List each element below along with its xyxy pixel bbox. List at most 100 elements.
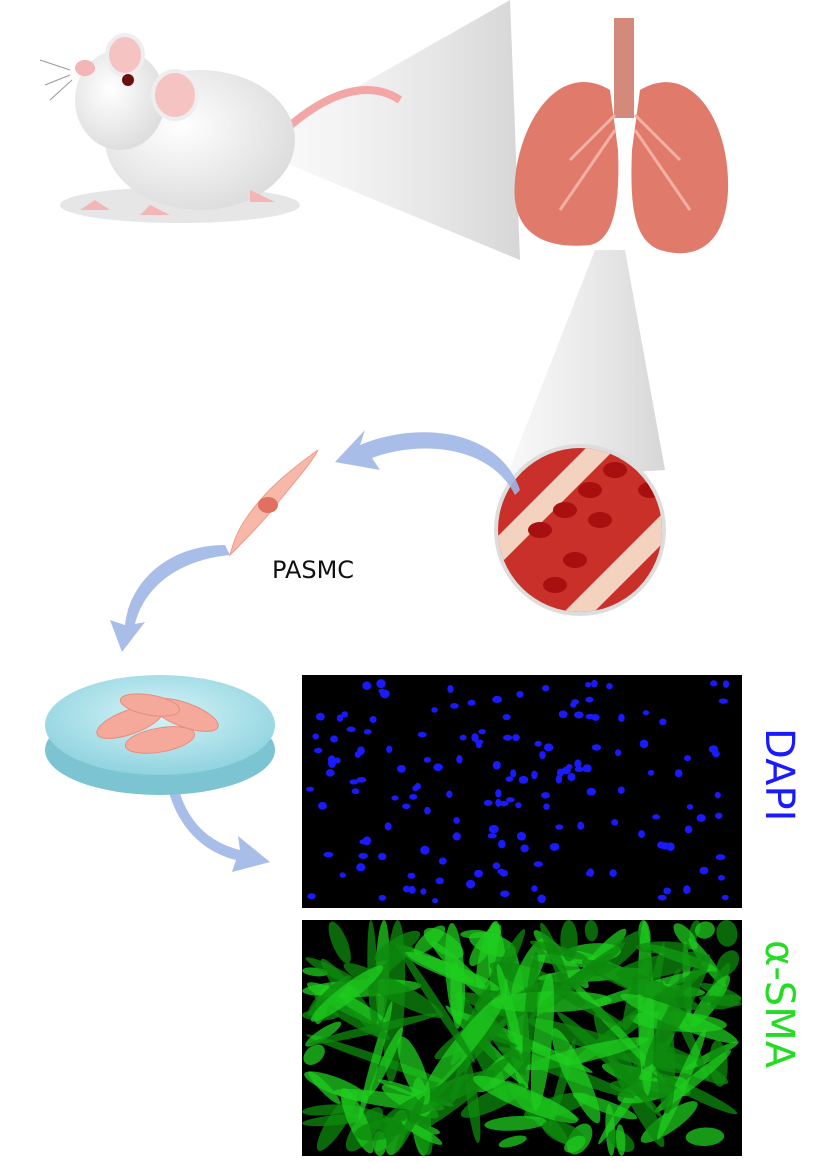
zoom-cone-rat-to-lungs [290,0,520,260]
nucleus [312,733,319,740]
nucleus [537,894,546,903]
nucleus [684,755,692,762]
nucleus [466,879,476,889]
nucleus [450,702,459,709]
nucleus [435,877,445,885]
nucleus [531,770,538,780]
nucleus [512,734,520,742]
nucleus [378,894,387,901]
nucleus [438,857,447,865]
nucleus [542,685,550,692]
curved-arrow-icon [110,430,520,872]
nucleus [609,869,617,877]
nucleus [402,885,411,893]
nucleus [718,874,725,881]
actin-fiber [395,942,475,1063]
smooth-muscle-cell-illustration [228,449,319,557]
nucleus [323,851,334,858]
nucleus [574,759,582,769]
nucleus [492,760,501,770]
actin-fiber [685,1127,725,1146]
nucleus [424,806,431,815]
petri-dish-illustration [45,675,275,795]
nucleus [391,795,399,801]
nucleus [420,845,430,855]
actin-fiber [716,950,740,976]
nucleus [488,824,499,834]
nucleus [363,729,372,735]
actin-fiber [445,922,466,1025]
nucleus [570,701,577,708]
nucleus [318,802,327,810]
nucleus [452,832,461,841]
nucleus [577,821,585,830]
actin-fiber [473,1075,578,1124]
nucleus [459,734,467,741]
nucleus [684,825,693,834]
nucleus [686,804,694,810]
nucleus [402,803,411,810]
nucleus [708,745,719,754]
actin-fiber [310,965,384,1022]
nucleus [539,750,546,760]
actin-fiber [716,920,738,947]
nucleus [306,786,314,792]
actin-fiber [529,940,589,960]
nucleus [515,802,522,809]
nucleus [341,711,349,718]
alpha-sma-label: α-SMA [756,940,802,1069]
nucleus [606,683,613,690]
nucleus [618,713,625,723]
nucleus [487,833,497,839]
actin-fiber [636,941,692,954]
nucleus [467,699,476,706]
nucleus [585,696,594,703]
nucleus [505,797,515,803]
nucleus [478,729,486,735]
nucleus [417,731,427,738]
nucleus [497,868,506,875]
zoom-cone-lungs-to-vessel [505,250,665,480]
nucleus [516,831,527,841]
nucleus [499,800,509,807]
nucleus [495,789,502,798]
actin-fiber [540,922,572,994]
nucleus [505,776,514,782]
nucleus [356,863,366,872]
nucleus [384,822,392,831]
actin-fiber [581,959,700,1010]
actin-fiber [608,1057,662,1118]
nucleus [585,681,592,688]
nucleus [500,890,510,898]
nucleus [715,812,723,819]
actin-fiber [616,951,706,980]
nucleus [699,866,709,875]
lungs-illustration [514,18,729,254]
nucleus [659,718,667,726]
nucleus [346,726,356,733]
actin-fiber [551,1028,601,1124]
nucleus [327,755,336,765]
nucleus [362,836,372,846]
nucleus [549,842,560,851]
nucleus [453,817,460,824]
nucleus [590,679,598,688]
nucleus [378,688,385,694]
nucleus [446,790,453,798]
nucleus [638,830,645,839]
nucleus [397,764,406,773]
actin-fiber [498,1135,527,1148]
nucleus [330,735,339,743]
nucleus [617,786,625,795]
nucleus [325,769,335,777]
nucleus [531,885,538,892]
blood-vessel-illustration [494,444,666,616]
nucleus [409,793,418,800]
nucleus [456,754,463,764]
actin-fiber [369,1027,403,1096]
nucleus [447,685,454,693]
nucleus [386,745,393,753]
nucleus [408,885,416,894]
nucleus [362,681,372,691]
nucleus [558,710,568,719]
